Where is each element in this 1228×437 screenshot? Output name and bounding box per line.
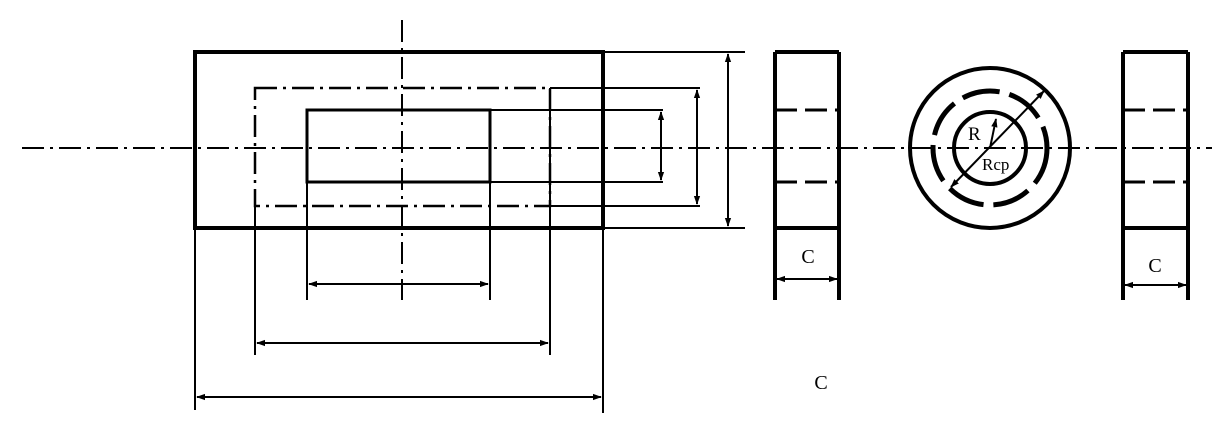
side-view-right: C <box>1121 50 1190 300</box>
toroid-mean-radius-arrow <box>950 90 1045 188</box>
right-width-label: C <box>1148 255 1161 277</box>
toroid-inner-radius-arrow <box>989 118 998 149</box>
caption-label: C <box>814 372 827 394</box>
window-rect <box>305 108 492 184</box>
mean-radius-label: Rcp <box>982 155 1009 174</box>
side-width-label: C <box>801 246 814 268</box>
toroid-outer-circle <box>908 66 1072 230</box>
side-view-left: C <box>773 50 841 300</box>
front-view <box>193 20 745 413</box>
outer-core-rect <box>193 50 605 230</box>
inner-radius-label: R <box>968 124 981 145</box>
toroid-view: R Rcp <box>908 66 1072 230</box>
